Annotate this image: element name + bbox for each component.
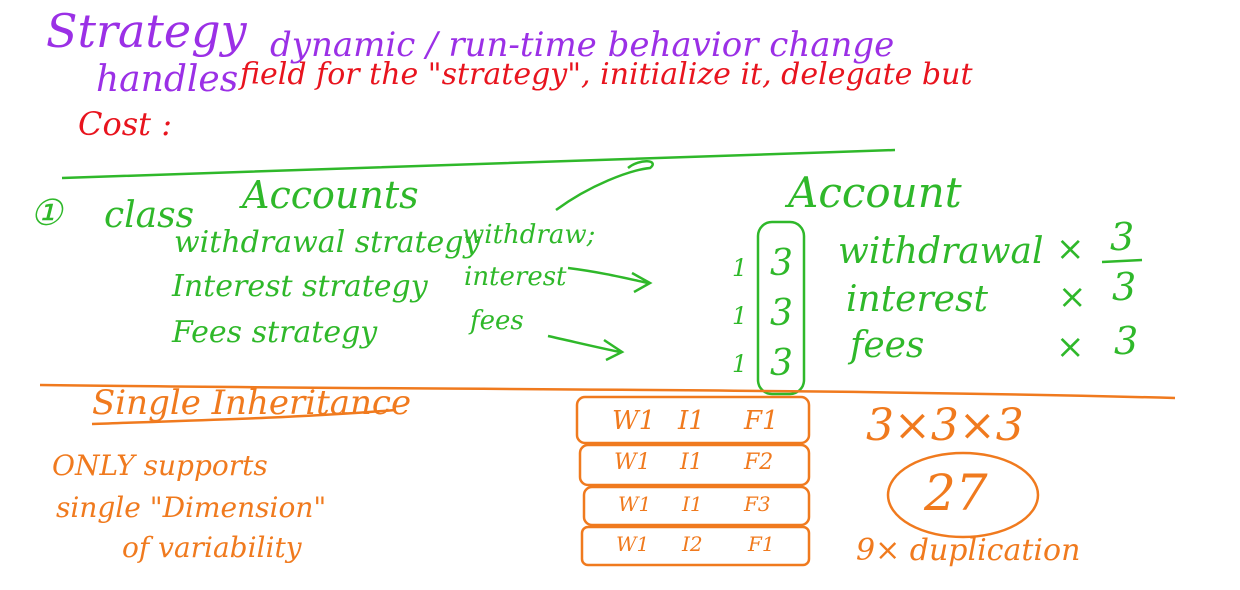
method-withdraw: withdraw; (462, 220, 596, 250)
class-name: Accounts (242, 173, 419, 217)
cost-label: Cost : (78, 105, 172, 143)
stack-box-3 (582, 485, 811, 527)
inheritance-line-2: single "Dimension" (56, 491, 327, 524)
fraction-line (1101, 258, 1143, 264)
counts-box-outline (756, 220, 806, 396)
one-row-2: 1 (732, 302, 748, 330)
one-row-1: 1 (732, 254, 748, 282)
stack-row-1-i: I1 (678, 406, 705, 436)
inheritance-title: Single Inheritance (92, 383, 412, 423)
feature-count-fees: 3 (1114, 319, 1139, 363)
feature-label-interest: interest (846, 279, 988, 320)
inheritance-underline (91, 408, 396, 426)
stack-row-4-i: I2 (682, 532, 703, 556)
stack-row-4-w: W1 (616, 532, 650, 556)
stack-row-3-i: I1 (682, 492, 703, 516)
one-row-3: 1 (732, 350, 748, 378)
duplication-note: 9× duplication (856, 533, 1081, 568)
feature-label-fees: fees (850, 325, 925, 366)
stack-box-2 (578, 443, 811, 487)
strategy-item-interest: Interest strategy (172, 269, 428, 304)
feature-op-fees: × (1056, 327, 1085, 367)
strategy-item-withdrawal: withdrawal strategy (174, 225, 481, 260)
feature-label-withdrawal: withdrawal (838, 231, 1044, 272)
arrow-fees-icon (547, 334, 625, 362)
arrow-withdraw-icon (555, 160, 654, 212)
feature-op-interest: × (1058, 277, 1087, 317)
inheritance-line-3: of variability (122, 531, 302, 564)
arrow-interest-icon (567, 266, 653, 294)
stack-row-2-i: I1 (680, 450, 703, 475)
feature-count-withdrawal: 3 (1110, 215, 1135, 259)
stack-box-1 (575, 395, 811, 445)
product-result: 27 (924, 464, 988, 522)
stack-row-2-w: W1 (614, 450, 651, 475)
stack-row-1-w: W1 (612, 406, 656, 436)
strategy-item-fees: Fees strategy (172, 315, 378, 350)
feature-count-interest: 3 (1112, 265, 1137, 309)
handles-label: handles (96, 59, 239, 100)
method-interest: interest (464, 262, 567, 292)
stack-row-3-w: W1 (618, 492, 652, 516)
feature-op-withdrawal: × (1056, 229, 1085, 269)
stack-box-4 (580, 525, 811, 567)
stack-row-1-f: F1 (744, 406, 779, 436)
count-row-2: 3 (770, 293, 793, 334)
cost-description: field for the "strategy", initialize it,… (240, 57, 973, 92)
class-keyword: class (104, 195, 195, 236)
dynamic-behavior-label: dynamic / run-time behavior change (270, 25, 895, 65)
stack-row-2-f: F2 (744, 450, 774, 475)
strategy-title: Strategy (46, 4, 247, 58)
result-circle (886, 451, 1040, 539)
inheritance-line-1: ONLY supports (52, 449, 268, 482)
product-expression: 3×3×3 (866, 400, 1024, 451)
account-title: Account (788, 168, 962, 217)
orange-divider-line (39, 383, 1176, 400)
stack-row-4-f: F1 (748, 532, 775, 556)
step-number: ① (30, 193, 63, 234)
count-row-3: 3 (770, 343, 793, 384)
green-divider-line (61, 148, 896, 180)
count-row-1: 3 (770, 243, 793, 284)
method-fees: fees (470, 306, 524, 336)
stack-row-3-f: F3 (744, 492, 771, 516)
